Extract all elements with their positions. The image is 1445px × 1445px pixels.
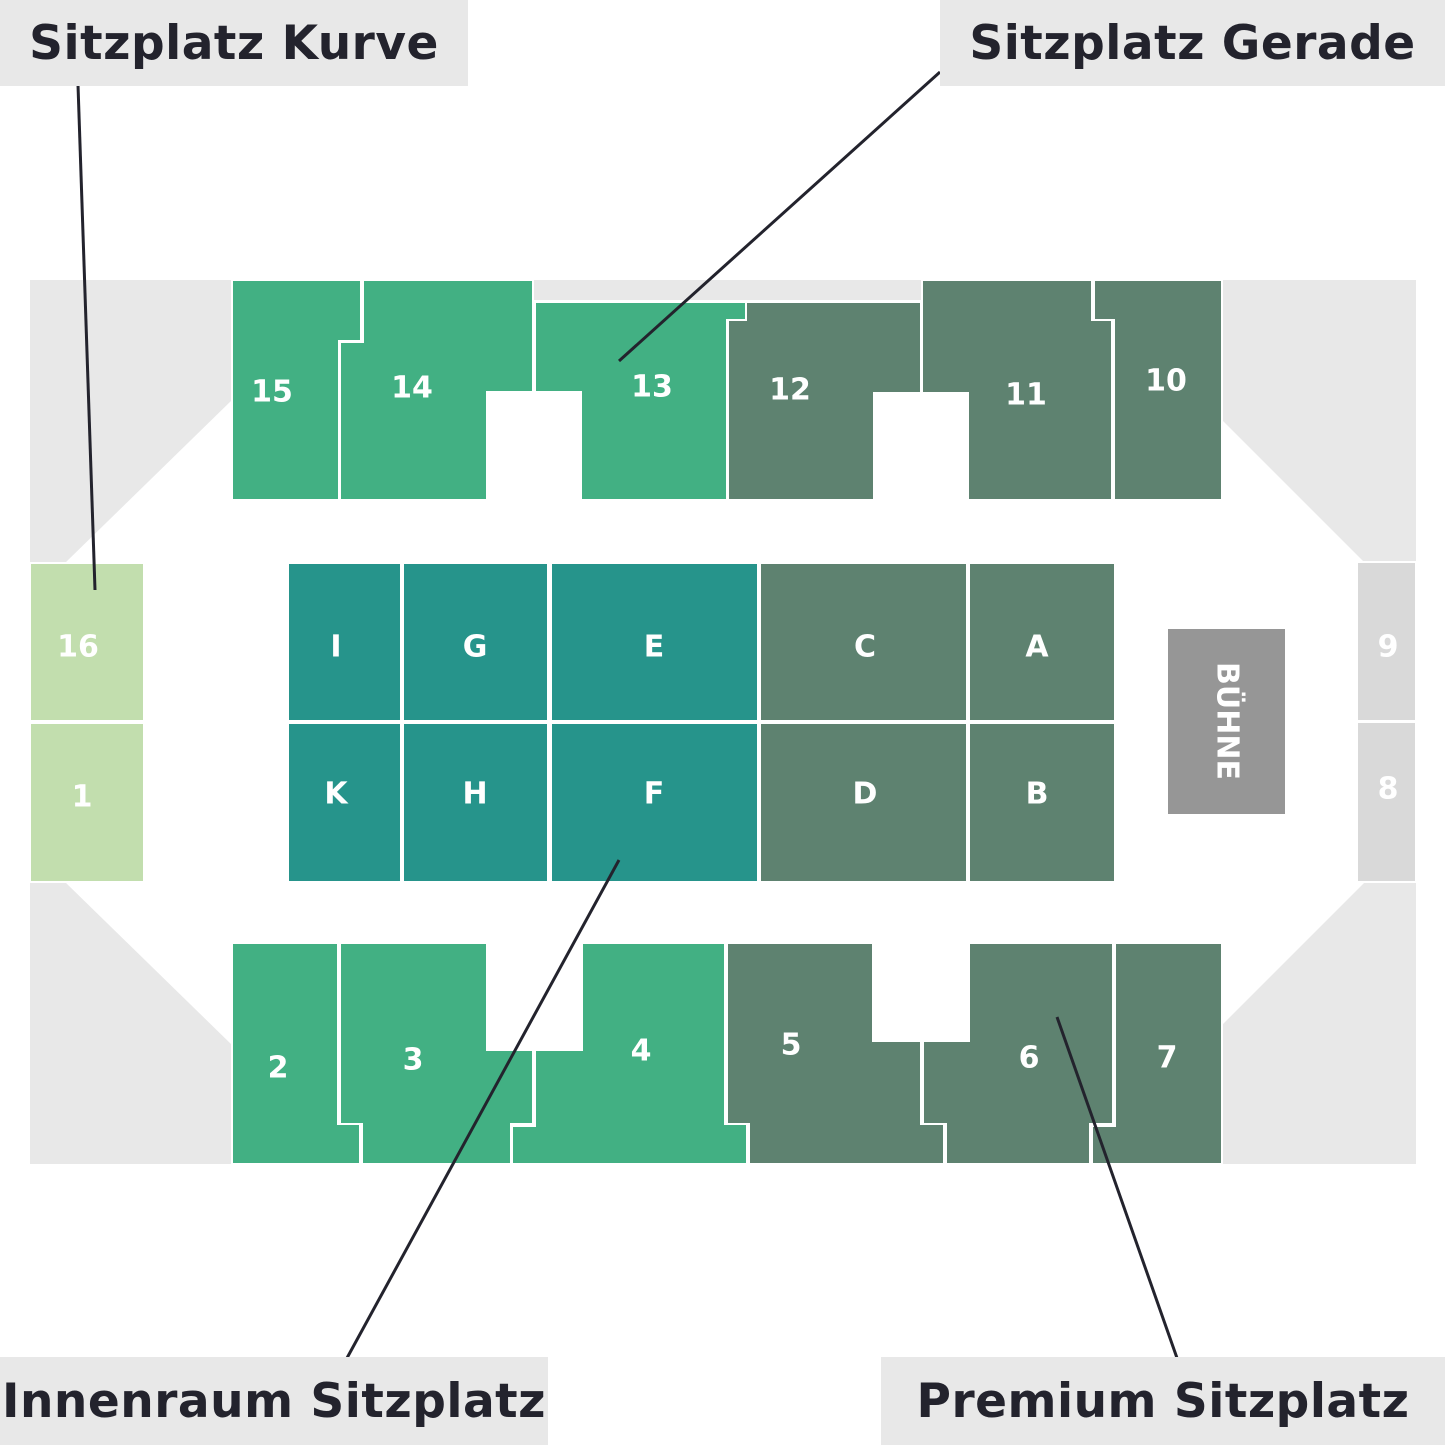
section-b[interactable]: B xyxy=(968,722,1116,883)
section-label: 8 xyxy=(1378,772,1399,807)
section-label: F xyxy=(644,777,665,812)
section-shape[interactable] xyxy=(550,722,759,883)
section-label: I xyxy=(330,630,341,665)
section-5[interactable]: 5 xyxy=(726,942,945,1165)
leader-line-innenraum xyxy=(345,859,621,1359)
legend-label-gerade: Sitzplatz Gerade xyxy=(940,0,1445,86)
section-6[interactable]: 6 xyxy=(922,942,1114,1165)
section-label: 6 xyxy=(1019,1041,1040,1076)
section-label: 13 xyxy=(631,370,673,405)
section-shape[interactable] xyxy=(759,722,968,883)
section-label: 5 xyxy=(781,1028,802,1063)
section-14[interactable]: 14 xyxy=(339,279,534,501)
section-label: A xyxy=(1025,630,1049,665)
section-label: 16 xyxy=(57,630,99,665)
section-label: K xyxy=(324,777,349,812)
section-k[interactable]: K xyxy=(287,722,402,883)
section-shape[interactable] xyxy=(759,562,968,722)
section-15[interactable]: 15 xyxy=(231,279,362,501)
section-12[interactable]: 12 xyxy=(727,301,922,501)
section-shape[interactable] xyxy=(550,562,759,722)
section-c[interactable]: C xyxy=(759,562,968,722)
section-16[interactable]: 16 xyxy=(29,562,145,722)
section-label: 4 xyxy=(631,1034,652,1069)
section-label: 12 xyxy=(769,373,811,408)
section-label: 7 xyxy=(1157,1041,1178,1076)
section-9: 9 xyxy=(1356,561,1417,722)
section-label: 3 xyxy=(403,1043,424,1078)
leader-line-gerade xyxy=(617,70,942,363)
section-label: E xyxy=(644,630,665,665)
section-4[interactable]: 4 xyxy=(511,942,748,1165)
section-label: B xyxy=(1026,777,1049,812)
legend-label-premium: Premium Sitzplatz xyxy=(881,1357,1445,1445)
section-i[interactable]: I xyxy=(287,562,402,722)
legend-label-innenraum: Innenraum Sitzplatz xyxy=(0,1357,548,1445)
section-11[interactable]: 11 xyxy=(921,279,1113,501)
section-label: C xyxy=(854,630,876,665)
section-label: 10 xyxy=(1145,364,1187,399)
section-8: 8 xyxy=(1356,721,1417,883)
leader-lines xyxy=(76,70,1179,1359)
section-shape[interactable] xyxy=(921,279,1113,501)
leader-line-premium xyxy=(1055,1016,1179,1359)
section-shape[interactable] xyxy=(402,562,549,722)
section-label: 1 xyxy=(72,780,93,815)
section-shape[interactable] xyxy=(1093,279,1223,501)
section-shape[interactable] xyxy=(287,722,402,883)
section-shape[interactable] xyxy=(1356,721,1417,883)
section-shape[interactable] xyxy=(29,562,145,722)
section-e[interactable]: E xyxy=(550,562,759,722)
section-shape[interactable] xyxy=(511,942,748,1165)
section-shape[interactable] xyxy=(968,562,1116,722)
section-a[interactable]: A xyxy=(968,562,1116,722)
section-f[interactable]: F xyxy=(550,722,759,883)
section-7[interactable]: 7 xyxy=(1091,942,1223,1165)
section-label: G xyxy=(463,630,488,665)
section-g[interactable]: G xyxy=(402,562,549,722)
section-shape[interactable] xyxy=(402,722,549,883)
section-shape[interactable] xyxy=(922,942,1114,1165)
stage-label: BÜHNE xyxy=(1210,662,1247,780)
section-label: D xyxy=(853,777,878,812)
section-label: H xyxy=(462,777,487,812)
section-shape[interactable] xyxy=(968,722,1116,883)
section-shape[interactable] xyxy=(1091,942,1223,1165)
section-label: 11 xyxy=(1005,378,1047,413)
section-shape[interactable] xyxy=(29,722,145,883)
section-label: 14 xyxy=(391,371,433,406)
section-d[interactable]: D xyxy=(759,722,968,883)
section-h[interactable]: H xyxy=(402,722,549,883)
section-1[interactable]: 1 xyxy=(29,722,145,883)
section-shape[interactable] xyxy=(339,279,534,501)
section-label: 2 xyxy=(268,1051,289,1086)
stage: BÜHNE xyxy=(1168,629,1285,814)
leader-line-kurve xyxy=(76,84,97,591)
section-10[interactable]: 10 xyxy=(1093,279,1223,501)
section-label: 15 xyxy=(251,375,293,410)
section-label: 9 xyxy=(1378,630,1399,665)
legend-label-kurve: Sitzplatz Kurve xyxy=(0,0,468,86)
section-shape[interactable] xyxy=(287,562,402,722)
